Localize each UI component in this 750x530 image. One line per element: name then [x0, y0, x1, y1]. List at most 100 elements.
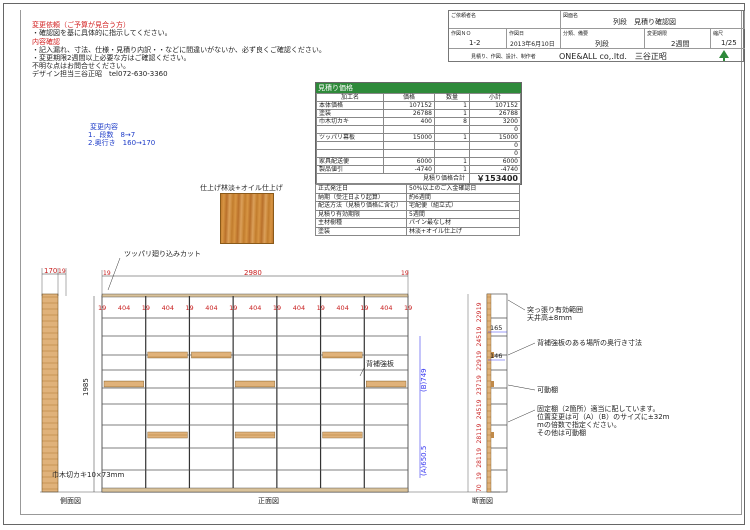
info-value: 林淡+オイル仕上げ: [406, 226, 520, 236]
column-width-label: 404: [293, 304, 305, 312]
column-width-label: 404: [205, 304, 217, 312]
side-panel: [41, 293, 59, 493]
estimate-title: 見積り価格: [316, 83, 521, 93]
drawing-name-label: 図面名: [563, 13, 579, 19]
no-cell: 作図ＮＯ 1-2: [449, 29, 507, 49]
height-b-label: (B)749: [420, 368, 428, 392]
category-label: 分類、備要: [563, 31, 589, 37]
height-a-label: (A)650.5: [420, 446, 428, 476]
section-dim-label: 70: [476, 484, 483, 492]
depth-165-label: 165: [490, 324, 502, 332]
callout-leader: [507, 409, 536, 423]
back-board: [191, 351, 232, 359]
callout-leader: [507, 342, 536, 356]
date-value: 2013年6月10日: [510, 41, 555, 48]
ceiling-callout: 突っ張り有効範囲 天井高±8mm: [527, 306, 583, 322]
back-board: [147, 431, 188, 439]
estimate-total-row: 見積り価格合計 ￥153400: [316, 173, 521, 184]
designer-contact: デザイン担当三谷正昭 tel072-630-3360: [32, 70, 168, 78]
no-label: 作図ＮＯ: [451, 31, 472, 37]
drawing-name: 列段 見積り確認図: [613, 18, 676, 26]
period-label: 変更期限: [647, 31, 668, 37]
kick-label: 巾木切カキ10×73mm: [52, 470, 124, 479]
column-width-label: 19: [142, 304, 150, 312]
section-dim-label: 237: [476, 383, 483, 395]
customer-label: ご依頼者名: [451, 13, 477, 19]
back-board: [103, 380, 144, 388]
callout-leader: [507, 384, 536, 391]
section-dim-label: 229: [476, 311, 483, 323]
section-view-label: 断面図: [472, 496, 493, 505]
section-dim-label: 245: [476, 408, 483, 420]
info-row: 塗装林淡+オイル仕上げ: [315, 226, 520, 236]
date-label: 作図日: [509, 31, 525, 37]
period-value: 2週間: [671, 40, 690, 48]
callout-leader: [507, 299, 526, 311]
height-total-label: 1985: [82, 378, 90, 396]
estimate-header-row: 加工名 価格 数量 小計: [316, 93, 521, 102]
scale-value: 1/25: [721, 39, 737, 47]
section-dim-label: 19: [476, 326, 483, 334]
front-view-label: 正面図: [258, 497, 279, 505]
column-width-label: 19: [404, 304, 412, 312]
section-dim-label: 281: [476, 456, 483, 468]
no-value: 1-2: [469, 39, 481, 47]
top-board: [101, 293, 409, 298]
column-width-label: 19: [273, 304, 281, 312]
section-dim-label: 245: [476, 335, 483, 347]
back-board: [366, 380, 407, 388]
column-width-label: 19: [360, 304, 368, 312]
change-request-line: ・確認図を基に具体的に指示してください。: [32, 29, 172, 37]
back-board: [322, 431, 363, 439]
company-caption: 見積り、作図、設計、制作者: [471, 54, 536, 60]
section-dim-label: 19: [476, 302, 483, 310]
back-board-label: 背補強板: [366, 359, 394, 368]
left-edge-label: 19: [103, 270, 111, 277]
fixed-callout: 固定棚（2箇所）適当に配しています。 位置変更は可（A）（B）のサイズに±32m…: [537, 405, 670, 437]
top-note: ツッパリ廻り込みカット: [124, 249, 201, 258]
section-view: [467, 293, 508, 493]
section-dim-label: 19: [476, 351, 483, 359]
section-dim-label: 19: [476, 472, 483, 480]
section-back-board: [491, 381, 494, 387]
finish-label: 仕上げ林淡+オイル仕上げ: [200, 184, 283, 192]
finish-sample-image: [220, 193, 274, 244]
section-back: [486, 293, 492, 493]
column-width-label: 19: [229, 304, 237, 312]
back-board: [322, 351, 363, 359]
column-width-label: 404: [118, 304, 130, 312]
section-back-board: [491, 432, 494, 438]
movable-callout: 可動棚: [537, 386, 558, 394]
change-request-heading: 変更依頼（ご予算が見合う方）: [32, 21, 130, 29]
column-width-label: 404: [336, 304, 348, 312]
column-width-label: 404: [380, 304, 392, 312]
depth-146-label: 146: [490, 352, 502, 360]
kick-board: [101, 487, 409, 493]
column-width-label: 19: [317, 304, 325, 312]
column-width-label: 404: [249, 304, 261, 312]
category-value: 列段: [595, 40, 609, 48]
shelf-frame: [101, 295, 409, 493]
scale-label: 縮尺: [713, 31, 724, 37]
back-board: [234, 431, 276, 439]
note-line-1: ・記入漏れ、寸法、仕様・見積り内訳・・などに間違いがないか、必ず良くご確認くださ…: [32, 46, 326, 54]
section-dim-label: 281: [476, 432, 483, 444]
side-width-label: 170: [44, 267, 57, 275]
total-value: ￥153400: [469, 173, 521, 184]
front-view: [101, 293, 409, 493]
top-note-leader: [107, 257, 121, 291]
scale-cell: 縮尺 1/25: [711, 29, 745, 49]
note-line-3: 不明な点はお問合せください。: [32, 62, 130, 70]
section-dim-label: 19: [476, 423, 483, 431]
section-dim-label: 19: [476, 399, 483, 407]
changes-title: 変更内容: [90, 123, 118, 131]
drawing-frame: [20, 10, 742, 515]
note-line-2: ・変更期限2週間以上必要な方はご確認ください。: [32, 54, 191, 62]
section-back-board: [491, 352, 494, 358]
title-block: ご依頼者名 図面名 列段 見積り確認図 作図ＮＯ 1-2 作図日 2013年6月…: [448, 10, 745, 62]
